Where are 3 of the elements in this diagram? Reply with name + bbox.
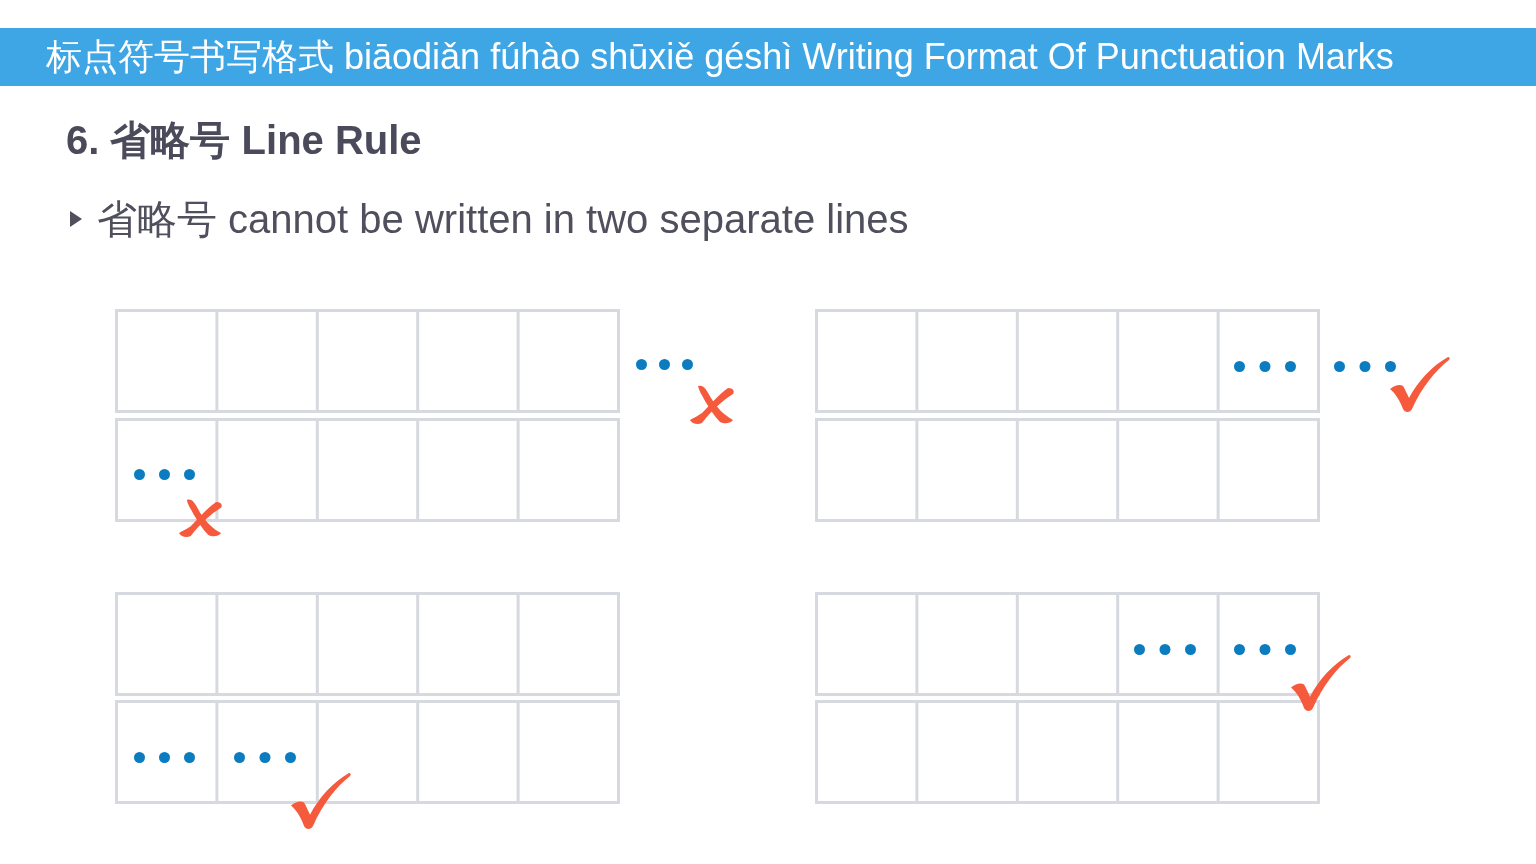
rule-text: 省略号 cannot be written in two separate lines xyxy=(97,196,909,243)
section-heading: 6. 省略号 Line Rule xyxy=(66,117,422,164)
page-title: 标点符号书写格式 biāodiǎn fúhào shūxiě géshì Writing Format Of Punctuation Marks xyxy=(46,36,1394,78)
